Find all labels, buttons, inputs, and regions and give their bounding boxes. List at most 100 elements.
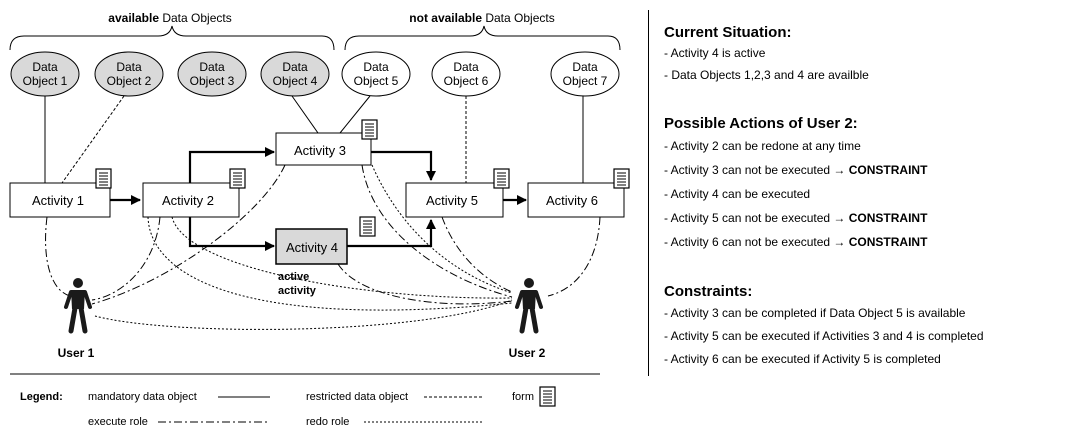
data-object-label: Data: [363, 60, 389, 74]
data-object-label: Data: [199, 60, 225, 74]
user-1: User 1: [58, 278, 95, 360]
execute-user1-activity3: [91, 164, 286, 305]
activity-label: Activity 1: [32, 193, 84, 208]
activity-box: [527, 182, 625, 218]
constraint-item: - Activity 5 can be executed if Activiti…: [664, 329, 984, 343]
data-object-6: Data Object 6: [431, 51, 501, 97]
execute-user1-activity2: [91, 216, 161, 301]
control-flow: [110, 147, 527, 251]
data-object-label: Object 6: [444, 74, 489, 88]
not-available-header: not available Data Objects: [409, 11, 554, 25]
form-icon: [361, 119, 378, 140]
data-object-5: Data Object 5: [341, 51, 411, 97]
possible-action-item: - Activity 3 can not be executed → CONST…: [664, 163, 928, 177]
data-object-shape: [177, 51, 247, 97]
data-object-shape: [431, 51, 501, 97]
legend-mandatory-label: mandatory data object: [88, 391, 197, 403]
panel-divider: [648, 10, 649, 376]
activity-label: Activity 2: [162, 193, 214, 208]
legend-restricted-label: restricted data object: [306, 391, 408, 403]
data-object-label: Data: [32, 60, 58, 74]
activity-label: Activity 4: [286, 240, 338, 255]
redo-user1-user2: [94, 299, 513, 330]
link-object5-activity3: [339, 95, 371, 134]
activity-6: Activity 6: [527, 168, 630, 218]
data-object-label: Object 4: [273, 74, 318, 88]
form-icon: [493, 168, 510, 189]
not-available-group: not available Data Objects: [344, 11, 621, 51]
current-situation-item: - Data Objects 1,2,3 and 4 are availble: [664, 68, 869, 82]
legend: Legend: mandatory data object execute ro…: [10, 373, 600, 428]
activity-3: Activity 3: [275, 119, 378, 166]
link-object2-activity1: [61, 95, 125, 184]
activity-1: Activity 1: [9, 168, 112, 218]
legend-form-label: form: [512, 391, 534, 403]
flow-activity2-activity4: [188, 217, 275, 251]
activity-label: Activity 5: [426, 193, 478, 208]
flow-activity3-activity5: [371, 150, 436, 181]
data-object-4: Data Object 4: [260, 51, 330, 97]
activity-box: [275, 228, 348, 265]
possible-action-item: - Activity 4 can be executed: [664, 187, 811, 201]
activity-label: Activity 6: [546, 193, 598, 208]
activity-box: [142, 182, 240, 218]
data-object-shape: [260, 51, 330, 97]
constraints-title: Constraints:: [664, 283, 753, 300]
data-object-label: Data: [453, 60, 479, 74]
execute-user2-activity6: [547, 216, 601, 297]
form-icon: [539, 386, 556, 407]
form-icon: [95, 168, 112, 189]
user-1-icon: [64, 278, 92, 334]
data-object-label: Data: [282, 60, 308, 74]
execute-user2-activity5: [441, 216, 513, 293]
current-situation-item: - Activity 4 is active: [664, 46, 766, 60]
legend-execute-label: execute role: [88, 416, 148, 428]
not-available-brace: [344, 25, 621, 51]
data-object-shape: [94, 51, 164, 97]
activity-box: [9, 182, 111, 218]
data-object-shape: [341, 51, 411, 97]
data-object-shape: [10, 51, 80, 97]
flow-activity4-activity5: [347, 219, 436, 248]
data-object-3: Data Object 3: [177, 51, 247, 97]
data-object-1: Data Object 1: [10, 51, 80, 97]
data-object-label: Data: [116, 60, 142, 74]
form-icon: [613, 168, 630, 189]
data-object-2: Data Object 2: [94, 51, 164, 97]
workflow-diagram: available Data Objects not available Dat…: [9, 11, 630, 428]
activity-box: [275, 132, 372, 166]
current-situation-title: Current Situation:: [664, 24, 792, 41]
constraint-item: - Activity 3 can be completed if Data Ob…: [664, 306, 966, 320]
activity-2: Activity 2: [142, 168, 246, 218]
redo-user2-activity2-b: [171, 216, 513, 299]
data-object-7: Data Object 7: [550, 51, 620, 97]
possible-action-item: - Activity 6 can not be executed → CONST…: [664, 235, 928, 249]
user-label: User 2: [509, 346, 546, 360]
link-object4-activity3: [291, 95, 319, 134]
data-object-shape: [550, 51, 620, 97]
form-icon: [359, 216, 376, 237]
data-object-links: [44, 95, 584, 184]
activity-5: Activity 5: [405, 168, 510, 218]
data-object-label: Object 5: [354, 74, 399, 88]
legend-redo-label: redo role: [306, 416, 349, 428]
user-label: User 1: [58, 346, 95, 360]
data-object-label: Object 1: [23, 74, 68, 88]
execute-user1-activity1: [45, 216, 71, 297]
user-2: User 2: [509, 278, 546, 360]
form-icon: [229, 168, 246, 189]
info-panel: Current Situation: - Activity 4 is activ…: [648, 0, 1066, 429]
data-object-label: Object 3: [190, 74, 235, 88]
data-object-label: Object 2: [107, 74, 152, 88]
constraint-item: - Activity 6 can be executed if Activity…: [664, 352, 941, 366]
possible-action-item: - Activity 2 can be redone at any time: [664, 139, 861, 153]
possible-actions-title: Possible Actions of User 2:: [664, 115, 858, 132]
possible-action-item: - Activity 5 can not be executed → CONST…: [664, 211, 928, 225]
user-2-icon: [515, 278, 543, 334]
role-lines: [45, 164, 601, 330]
available-header: available Data Objects: [108, 11, 231, 25]
active-activity-label: active: [278, 271, 309, 283]
data-object-label: Data: [572, 60, 598, 74]
flow-activity2-activity3: [188, 147, 275, 183]
execute-user2-activity3: [361, 164, 513, 298]
